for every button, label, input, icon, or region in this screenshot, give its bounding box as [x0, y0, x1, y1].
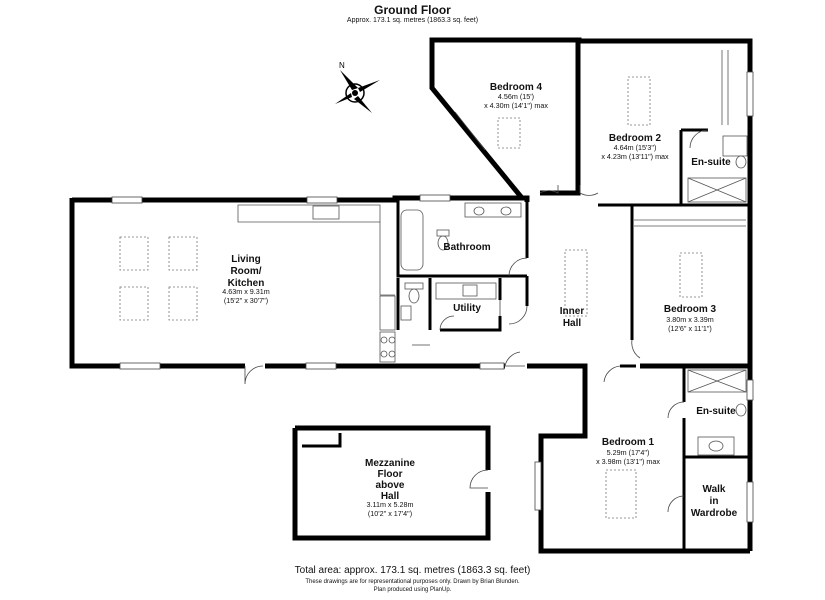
mezzanine-walls: [292, 425, 491, 541]
mezzanine-dim-line2: (10'2" x 17'4"): [368, 509, 412, 518]
living-room-name-line3: Kitchen: [228, 278, 265, 289]
room-labels: Living Room/ Kitchen 4.63m x 9.31m (15'2…: [222, 82, 737, 519]
mezzanine-name-line1: Mezzanine: [365, 458, 415, 469]
disclaimer-line1: These drawings are for representational …: [305, 579, 520, 585]
living-room-name-line1: Living: [231, 254, 260, 265]
ensuite-bottom-name: En-suite: [696, 406, 736, 417]
inner-hall-name-line2: Hall: [563, 318, 582, 329]
mezzanine-dim-line1: 3.11m x 5.28m: [366, 500, 413, 509]
utility-name: Utility: [453, 303, 481, 314]
inner-walls: [396, 128, 750, 551]
bedroom1-name: Bedroom 1: [602, 437, 655, 448]
living-room-dim-line2: (15'2" x 30'7"): [224, 296, 268, 305]
floor-area-subtitle: Approx. 173.1 sq. metres (1863.3 sq. fee…: [346, 17, 479, 24]
total-area: Total area: approx. 173.1 sq. metres (18…: [294, 565, 531, 576]
fixtures: [119, 50, 748, 519]
windows: [111, 71, 754, 523]
bedroom2-dim-line1: 4.64m (15'3"): [614, 143, 657, 152]
wardrobe-name-line3: Wardrobe: [691, 508, 738, 519]
outer-walls: [69, 37, 753, 554]
bedroom4-name: Bedroom 4: [490, 82, 543, 93]
bedroom3-dim-line1: 3.80m x 3.39m: [666, 315, 714, 324]
living-room-dim-line1: 4.63m x 9.31m: [222, 287, 270, 296]
compass-north-label: N: [339, 61, 345, 70]
bedroom1-dim-line1: 5.29m (17'4"): [607, 448, 650, 457]
wardrobe-name-line1: Walk: [703, 484, 726, 495]
living-room-name-line2: Room/: [230, 266, 261, 277]
bedroom4-dim-line2: x 4.30m (14'1") max: [484, 101, 548, 110]
floor-title: Ground Floor: [374, 3, 451, 17]
bathroom-name: Bathroom: [443, 242, 490, 253]
doors: [244, 129, 709, 513]
wardrobe-name-line2: in: [710, 496, 719, 507]
bedroom1-dim-line2: x 3.98m (13'1") max: [596, 457, 660, 466]
bedroom3-name: Bedroom 3: [664, 304, 717, 315]
inner-hall-name-line1: Inner: [560, 306, 585, 317]
disclaimer-line2: Plan produced using PlanUp.: [373, 587, 452, 593]
bedroom4-dim-line1: 4.56m (15'): [498, 92, 534, 101]
ensuite-top-name: En-suite: [691, 157, 731, 168]
bedroom3-dim-line2: (12'6" x 11'1"): [668, 324, 712, 333]
compass-icon: N: [335, 61, 380, 113]
mezzanine-name-line2: Floor: [378, 469, 403, 480]
mezzanine-name-line3: above: [376, 480, 405, 491]
bedroom2-name: Bedroom 2: [609, 133, 662, 144]
bedroom2-dim-line2: x 4.23m (13'11") max: [601, 152, 669, 161]
mezzanine-name-line4: Hall: [381, 491, 400, 502]
